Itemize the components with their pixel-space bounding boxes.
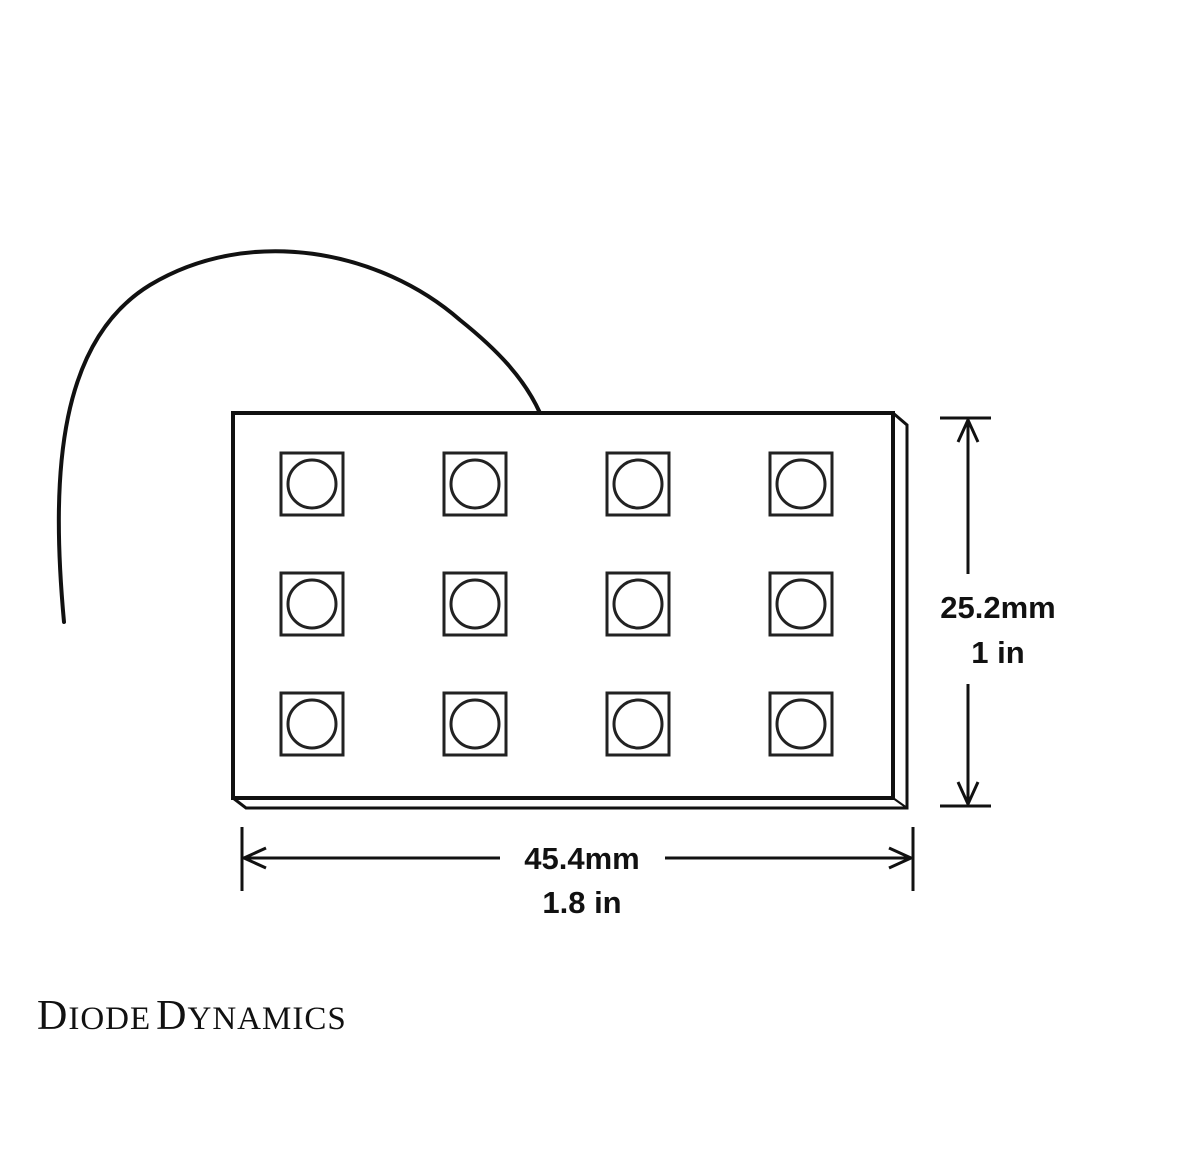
led: [442, 691, 508, 757]
width-metric-label: 45.4mm: [524, 841, 639, 876]
led: [442, 451, 508, 517]
width-dimension: 45.4mm 1.8 in: [240, 827, 915, 920]
led: [768, 571, 834, 637]
led: [442, 571, 508, 637]
logo-rest-1: IODE: [68, 1001, 152, 1037]
lead-wire: [56, 249, 542, 624]
logo-initial-2: D: [156, 993, 188, 1039]
logo-rest-2: YNAMICS: [187, 1001, 347, 1037]
led: [279, 571, 345, 637]
led: [605, 691, 671, 757]
led: [279, 691, 345, 757]
logo-initial-1: D: [37, 993, 69, 1039]
led: [279, 451, 345, 517]
arrow-right-icon: [888, 846, 915, 870]
height-imperial-label: 1 in: [971, 635, 1024, 670]
led-grid: [279, 451, 834, 757]
arrow-up-icon: [956, 416, 980, 443]
led: [605, 571, 671, 637]
led: [768, 691, 834, 757]
arrow-down-icon: [956, 781, 980, 808]
brand-logo: DIODE DYNAMICS: [37, 992, 347, 1040]
height-metric-label: 25.2mm: [940, 590, 1055, 625]
led: [605, 451, 671, 517]
height-dimension: 25.2mm 1 in: [940, 416, 1056, 808]
width-imperial-label: 1.8 in: [542, 885, 621, 920]
arrow-left-icon: [240, 846, 267, 870]
led: [768, 451, 834, 517]
